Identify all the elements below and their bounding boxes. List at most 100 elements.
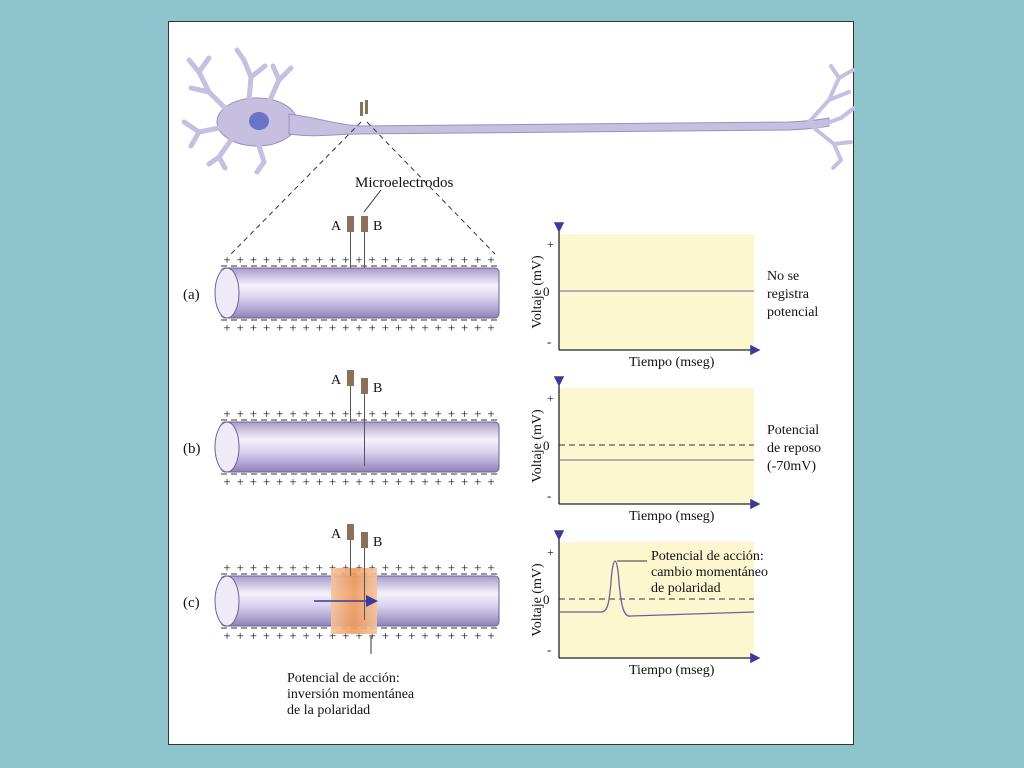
charge-plus-outer: +	[237, 252, 244, 267]
charge-plus-outer: +	[421, 560, 428, 575]
charge-plus-outer: +	[474, 474, 481, 489]
charge-plus-outer: +	[223, 474, 230, 489]
charge-plus-outer: +	[408, 406, 415, 421]
electrode-b	[361, 532, 368, 548]
charge-plus-outer: +	[487, 406, 494, 421]
trace-action-potential	[559, 560, 755, 617]
charge-plus-outer: +	[276, 560, 283, 575]
panel-a: (a)+++++++++++++++++++++++++++++++++++++…	[183, 216, 818, 370]
charge-plus-outer: +	[355, 628, 362, 643]
charge-plus-outer: +	[382, 320, 389, 335]
charge-plus-outer: +	[369, 560, 376, 575]
charge-plus-outer: +	[487, 252, 494, 267]
charge-plus-outer: +	[408, 474, 415, 489]
neuron-action-potential-diagram: Microelectrodos (a)+++++++++++++++++++++…	[181, 47, 855, 718]
charge-plus-outer: +	[303, 628, 310, 643]
charge-plus-outer: +	[316, 406, 323, 421]
charge-plus-outer: +	[355, 560, 362, 575]
graph-ylabel: Voltaje (mV)	[530, 255, 545, 329]
graph-plus-tick: +	[547, 391, 554, 405]
graph-minus-tick: -	[547, 334, 551, 349]
charge-plus-outer: +	[461, 560, 468, 575]
charge-plus-outer: +	[382, 628, 389, 643]
charge-plus-outer: +	[369, 406, 376, 421]
electrode-a-label: A	[331, 219, 342, 234]
electrode-b	[361, 378, 368, 394]
charge-plus-outer: +	[448, 628, 455, 643]
neuron-nucleus	[249, 112, 269, 130]
charge-plus-outer: +	[448, 252, 455, 267]
zoom-lines	[230, 121, 496, 255]
charge-plus-outer: +	[329, 252, 336, 267]
neuron-illustration	[181, 47, 855, 175]
charge-plus-outer: +	[303, 320, 310, 335]
graph-note-line: potencial	[767, 305, 818, 320]
panel-letter: (c)	[183, 595, 200, 611]
graph-plus-tick: +	[547, 545, 554, 559]
charge-plus-outer: +	[329, 474, 336, 489]
charge-plus-outer: +	[421, 474, 428, 489]
electrode-b-label: B	[373, 535, 382, 550]
graph-background	[559, 388, 754, 504]
graph-minus-tick: -	[547, 642, 551, 657]
charge-plus-outer: +	[223, 252, 230, 267]
charge-plus-outer: +	[355, 406, 362, 421]
charge-plus-outer: +	[316, 560, 323, 575]
charge-plus-outer: +	[250, 406, 257, 421]
graph-xlabel: Tiempo (mseg)	[629, 355, 715, 370]
electrode-b	[361, 216, 368, 232]
charge-plus-outer: +	[369, 320, 376, 335]
graph-zero-tick: 0	[543, 284, 550, 299]
charge-plus-outer: +	[342, 320, 349, 335]
charge-plus-outer: +	[329, 560, 336, 575]
charge-plus-outer: +	[355, 252, 362, 267]
electrode-a	[347, 524, 354, 540]
charge-plus-outer: +	[289, 320, 296, 335]
electrode-b-label: B	[373, 381, 382, 396]
graph-note-line: Potencial de acción:	[651, 549, 764, 564]
microelectrodes-leader	[363, 189, 382, 213]
charge-plus-outer: +	[435, 320, 442, 335]
charge-plus-outer: +	[395, 560, 402, 575]
graph-zero-tick: 0	[543, 592, 550, 607]
graph-zero-tick: 0	[543, 438, 550, 453]
charge-plus-outer: +	[237, 628, 244, 643]
charge-plus-outer: +	[355, 474, 362, 489]
charge-plus-outer: +	[223, 406, 230, 421]
charge-plus-outer: +	[435, 474, 442, 489]
microelectrodes-label: Microelectrodos	[355, 175, 453, 191]
graph-note-line: registra	[767, 287, 810, 302]
charge-plus-outer: +	[487, 320, 494, 335]
graph-note-line: de reposo	[767, 441, 821, 456]
axon-end	[214, 421, 240, 473]
charge-plus-outer: +	[316, 474, 323, 489]
panel-letter: (b)	[183, 441, 201, 457]
charge-plus-outer: +	[276, 628, 283, 643]
charge-plus-outer: +	[223, 320, 230, 335]
charge-plus-outer: +	[435, 406, 442, 421]
electrode-b-label: B	[373, 219, 382, 234]
charge-plus-outer: +	[395, 252, 402, 267]
graph-note-line: cambio momentáneo	[651, 565, 768, 580]
axon-end	[214, 267, 240, 319]
charge-plus-outer: +	[289, 628, 296, 643]
charge-plus-outer: +	[237, 406, 244, 421]
charge-plus-outer: +	[461, 252, 468, 267]
charge-plus-outer: +	[435, 628, 442, 643]
charge-plus-outer: +	[382, 474, 389, 489]
charge-plus-outer: +	[342, 474, 349, 489]
charge-plus-outer: +	[487, 628, 494, 643]
axon-note-line: Potencial de acción:	[287, 671, 400, 686]
electrode-a-label: A	[331, 527, 342, 542]
panel-c: (c)+++++++++++++++++++++++++++++++++++++…	[183, 524, 768, 718]
graph-minus-tick: -	[547, 488, 551, 503]
charge-plus-outer: +	[408, 560, 415, 575]
charge-plus-outer: +	[395, 406, 402, 421]
charge-plus-outer: +	[342, 406, 349, 421]
graph-background	[559, 234, 754, 350]
electrode-a-label: A	[331, 373, 342, 388]
charge-plus-outer: +	[223, 560, 230, 575]
charge-plus-outer: +	[263, 560, 270, 575]
charge-plus-outer: +	[263, 474, 270, 489]
charge-plus-outer: +	[263, 628, 270, 643]
